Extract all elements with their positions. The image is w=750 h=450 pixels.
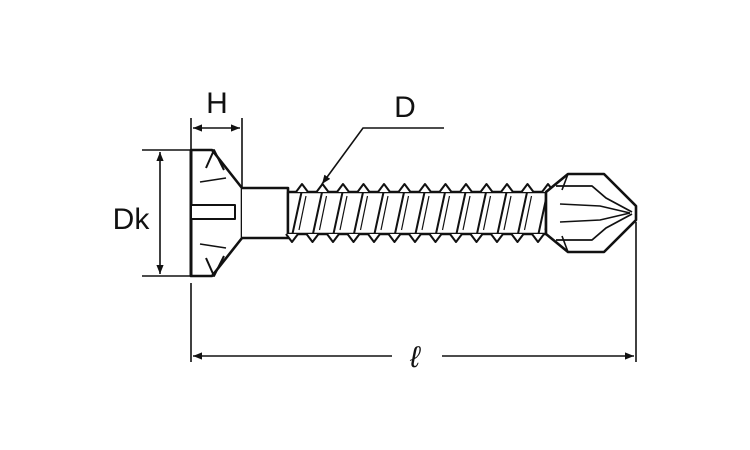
thread-tooth-top [438, 183, 453, 193]
thread-crest [311, 189, 324, 237]
thread-crest [434, 189, 447, 237]
drill-point [544, 172, 638, 254]
thread-shade [339, 195, 348, 231]
dimension-h-label: H [206, 87, 228, 120]
thread-tooth-bottom [326, 233, 340, 243]
thread-crest [393, 189, 406, 237]
dimension-dk [142, 149, 191, 277]
thread-shade [400, 195, 410, 231]
thread-tooth-bottom [387, 233, 402, 243]
dimension-d-leader [321, 127, 444, 185]
thread-crest [414, 189, 426, 237]
thread-shade [523, 195, 533, 231]
thread-tooth-top [520, 183, 535, 193]
thread-tooth-bottom [510, 233, 525, 243]
thread-crest [475, 189, 488, 237]
dimension-length-label: ℓ [409, 341, 421, 374]
thread-tooth-bottom [367, 233, 381, 243]
thread-tooth-top [418, 183, 432, 193]
thread-tooth-bottom [305, 233, 320, 243]
thread-tooth-bottom [469, 233, 484, 243]
thread-tooth-top [500, 183, 514, 193]
thread-crest [373, 189, 385, 237]
thread-crest [352, 189, 365, 237]
thread-tooth-bottom [490, 233, 504, 243]
dimension-d-label: D [394, 91, 416, 124]
thread-shade [421, 195, 430, 231]
thread-shade [503, 195, 512, 231]
screw-shank [242, 186, 290, 240]
thread-shade [441, 195, 451, 231]
thread-shade [298, 195, 307, 231]
thread-tooth-bottom [408, 233, 422, 243]
thread-tooth-top [459, 183, 473, 193]
thread-shade [380, 195, 389, 231]
screw-head [189, 148, 244, 278]
thread-shade [318, 195, 328, 231]
dimension-dk-label: Dk [113, 203, 151, 236]
thread-shade [462, 195, 471, 231]
thread-shade [482, 195, 492, 231]
thread-tooth-bottom [285, 233, 299, 243]
screw-thread [285, 183, 555, 243]
thread-tooth-bottom [449, 233, 463, 243]
thread-tooth-top [356, 183, 371, 193]
thread-tooth-top [397, 183, 412, 193]
thread-tooth-top [479, 183, 494, 193]
thread-crest [516, 189, 529, 237]
thread-tooth-top [315, 183, 330, 193]
dimension-h [190, 118, 243, 188]
thread-crest [496, 189, 508, 237]
screw-outline [189, 148, 638, 278]
dimension-length [190, 222, 637, 362]
thread-crest [291, 189, 303, 237]
thread-tooth-top [377, 183, 391, 193]
thread-tooth-top [295, 183, 309, 193]
thread-tooth-bottom [346, 233, 361, 243]
thread-crest [332, 189, 344, 237]
thread-tooth-bottom [428, 233, 443, 243]
thread-tooth-bottom [531, 233, 545, 243]
thread-shade [359, 195, 369, 231]
thread-tooth-top [336, 183, 350, 193]
thread-crest [455, 189, 467, 237]
